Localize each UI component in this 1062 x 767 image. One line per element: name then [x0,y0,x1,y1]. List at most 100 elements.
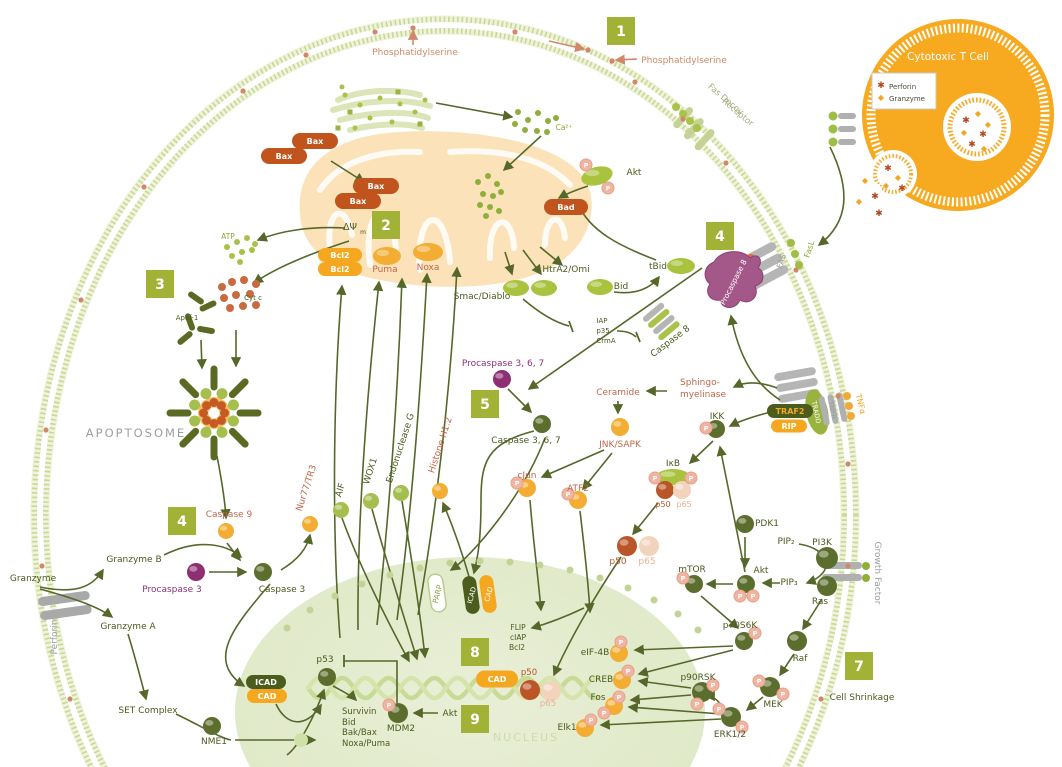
label-p35: p35 [596,327,609,335]
fasl_t-dot [828,111,838,121]
node-highlight [739,577,748,584]
pores-dot [650,596,658,604]
node-highlight [256,565,265,572]
perforin-star-icon: ✱ [962,116,970,126]
fasl_t-dot [828,124,838,134]
phospho-badge: P [579,158,593,172]
label-caspase-9: Caspase 9 [206,510,253,520]
label-p90rsk: p90RSK [680,673,716,683]
label-p50: p50 [655,500,670,509]
cytc-dot [232,291,240,299]
step-box-1: 1 [607,17,635,45]
label-growth-factor: Growth Factor [872,542,882,605]
node-highlight [619,539,629,546]
label-procaspase-3-6-7: Procaspase 3, 6, 7 [462,359,544,369]
phospho-badge: P [752,674,766,688]
node-highlight [578,721,587,728]
ca-dot [515,109,521,115]
svg-text:5: 5 [480,397,490,413]
svg-text:P: P [757,678,762,686]
fasl_f-dot [787,239,795,247]
pill-capsule [479,575,497,613]
label-sphingo: Sphingo- [680,378,720,388]
pathway-arrow [629,694,692,705]
phospho-badge: P [706,678,720,692]
pill-bcl2: Bcl2 [318,262,362,276]
pores-dot [566,566,574,574]
er-dot [367,115,373,121]
svg-text:P: P [695,701,700,709]
label-survivin: Survivin [342,707,376,717]
label-mdm2: MDM2 [387,724,415,734]
apoptosome [166,365,262,461]
pathway-arrow [599,718,722,730]
label-cytotoxic-t-cell: Cytotoxic T Cell [907,51,989,63]
granzyme-diamond-icon: ◆ [883,181,890,190]
apaf1-fragments [177,291,217,345]
svg-text:2: 2 [381,218,391,234]
pathway-arrow [39,568,104,591]
label-p50: p50 [521,668,537,678]
mem-dot [240,88,246,94]
tnfr-receptor-bars [818,392,848,426]
atp-dot [234,239,240,245]
phospho-badge: P [746,589,760,603]
node-highlight [641,539,651,546]
svg-text:P: P [619,639,624,647]
mito-dot [480,191,486,197]
pathway-arrow [280,533,314,571]
perforin-star-icon: ✱ [875,209,883,219]
node-highlight [738,517,747,524]
fasl_f-dot [791,250,799,258]
ca-dot [544,129,550,135]
phospho-badge: P [621,664,635,678]
phospho-badge: P [684,471,698,485]
svg-text:Bax: Bax [276,152,293,161]
pill-rip: RIP [771,419,807,433]
pill-bax: Bax [335,193,381,209]
node-highlight [320,670,329,677]
phospho-badge: P [776,687,790,701]
label-p53: p53 [316,655,333,665]
svg-text:P: P [617,694,622,702]
node-highlight [434,485,442,491]
er-dot [352,125,358,131]
pores-dot [674,610,682,618]
label-cad: CAD [483,586,495,603]
atp-dot [239,249,245,255]
label-ceramide: Ceramide [596,388,640,398]
pores-dot [506,558,514,566]
mito-dot [477,202,483,208]
label-histone-h1-2: Histone H1.2 [427,416,454,474]
pathway-arrow [341,517,410,663]
svg-text:Bax: Bax [350,197,367,206]
er_sq-dot [395,89,401,95]
svg-text:4: 4 [715,229,725,245]
mito-dot [498,189,504,195]
svg-text:CAD: CAD [258,692,277,701]
perforin-star-icon: ✱ [884,164,892,174]
step-box-5: 5 [471,390,499,418]
pathway-arrow [504,251,515,276]
fasl_f-dot [795,261,803,269]
decoy-dot [693,124,701,132]
pathway-arrow [540,449,605,479]
mito-dot [483,213,489,219]
cytc-dot [228,278,236,286]
oval-highlight [416,245,431,253]
atp-dot [249,247,255,253]
mito-dot [487,204,493,210]
mem-dot [609,58,615,64]
granzyme-diamond-icon: ◆ [985,120,992,129]
node-nur77-tr3 [302,516,318,532]
phospho-badge: P [712,702,726,716]
label-granzyme: Granzyme [10,574,57,584]
step-box-4: 4 [168,507,196,535]
er-dot [397,101,403,107]
node-highlight [818,550,829,558]
pathway-arrow [224,583,271,687]
er-dot [377,95,383,101]
oval-highlight [506,282,518,289]
pathway-arrow [817,146,845,246]
phospho-badge: P [748,626,762,640]
